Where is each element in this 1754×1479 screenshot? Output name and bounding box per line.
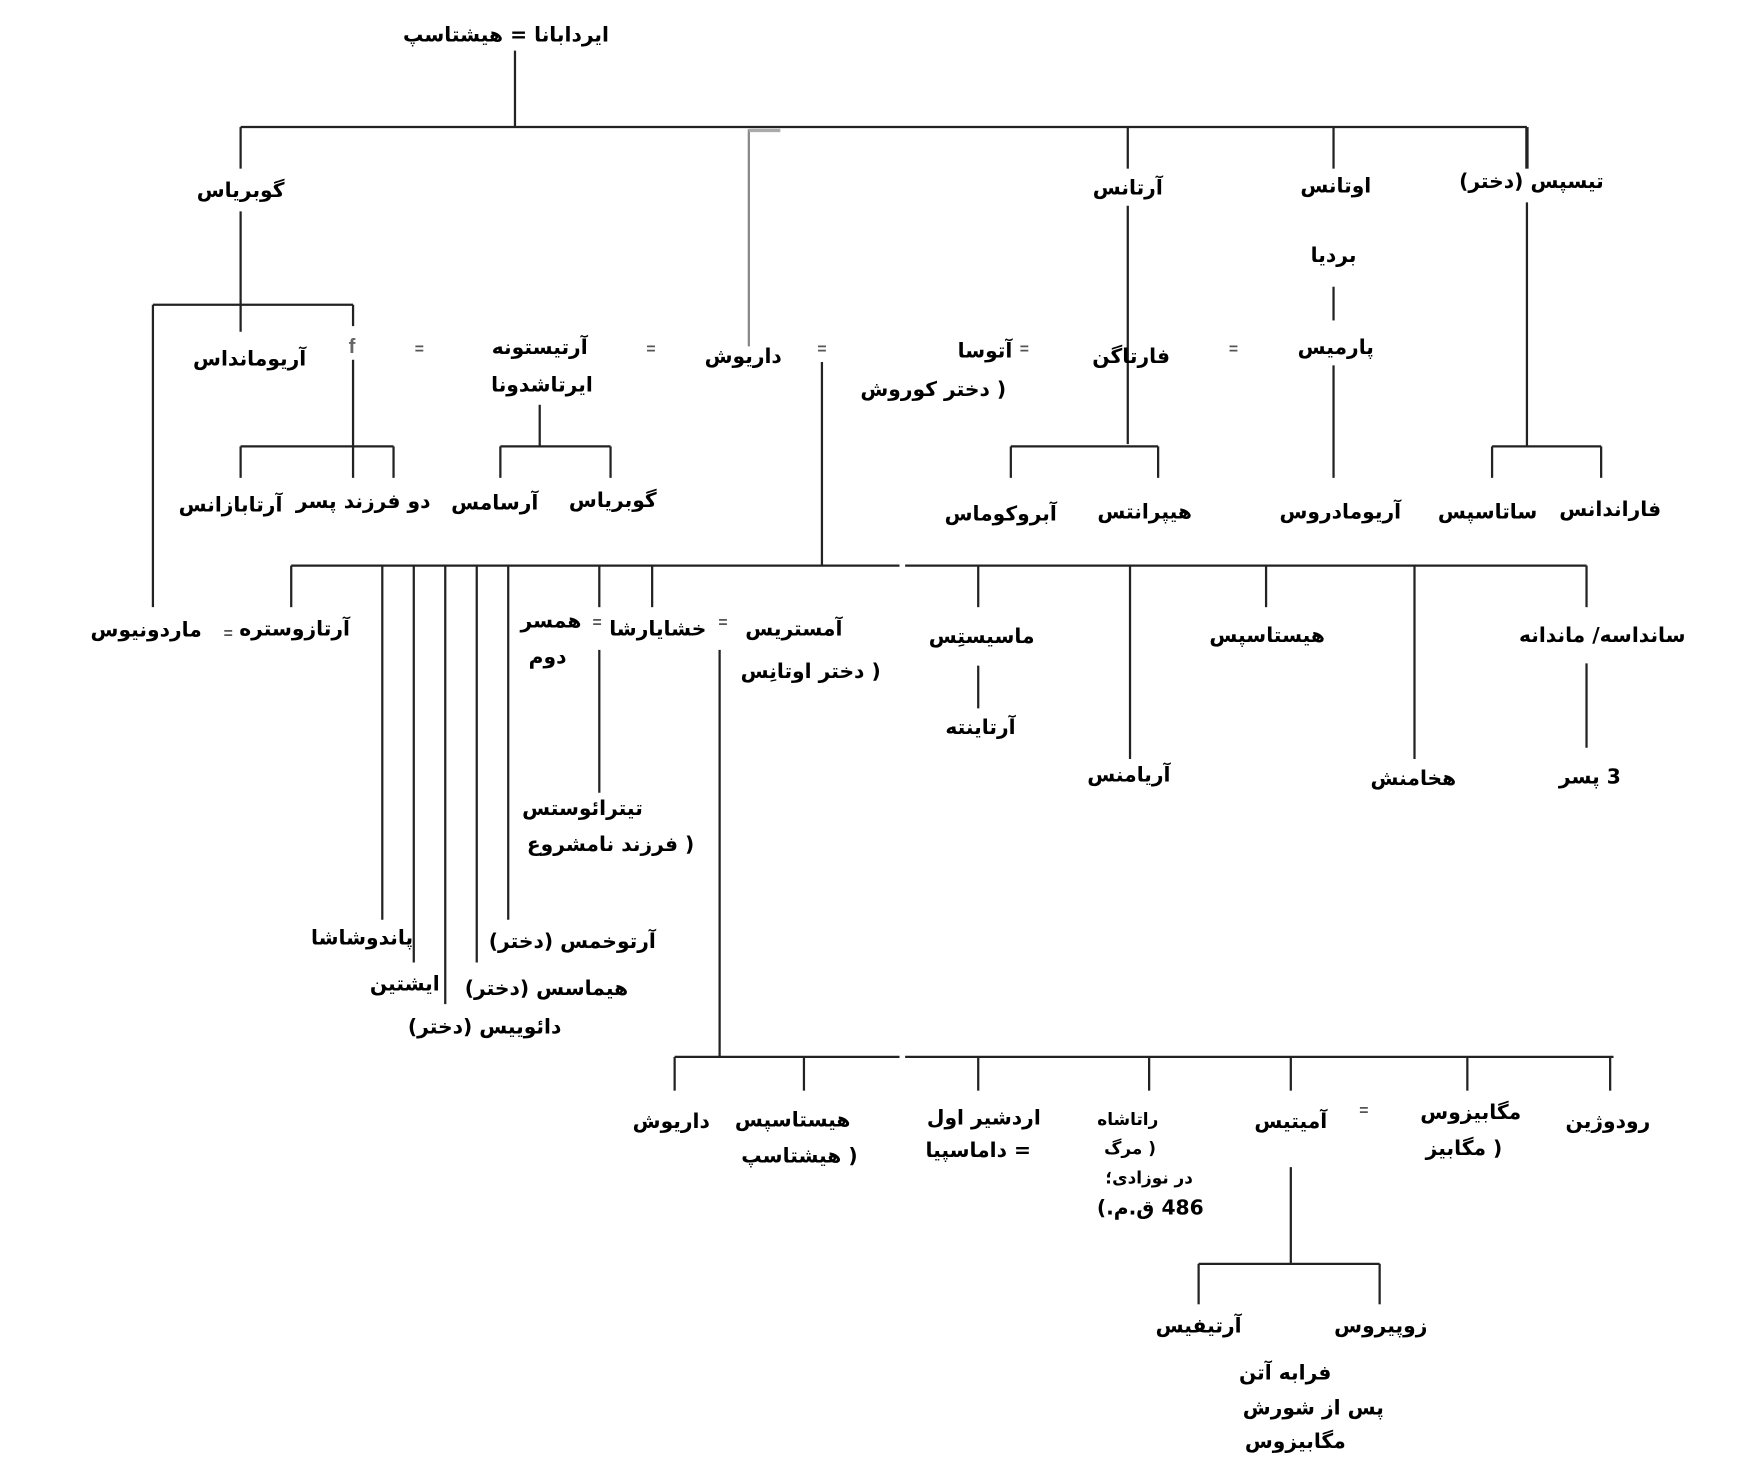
person-artystone-alt-name: ایرتاشدونا [491,373,593,397]
person-darius-2: داریوش [632,1109,710,1134]
marriage-symbol: = [592,612,602,631]
person-second-wife: همسر [520,609,582,634]
marriage-symbol: = [718,612,728,631]
person-ratashah-note-1: ( مرگ [1104,1138,1156,1159]
person-xerxes: خشایارشا [609,617,707,641]
person-thyspes: تیسپس (دختر) [1459,169,1604,194]
person-ariomardus: آریومادروس [1279,500,1402,524]
person-artanes: آرتانس [1092,176,1163,201]
person-hystaspes-2: هیستاسپس [734,1108,851,1133]
person-hyperanthes: هیپرانتس [1097,500,1192,524]
marriage-symbol: = [1019,339,1029,358]
person-zopyrus-note-3: مگابیزوس [1244,1430,1346,1454]
person-megabyzus-note: ( مگابیز [1425,1136,1503,1161]
person-artystone: آرتیستونه [491,336,588,360]
person-masistes: ماسیستِس [928,625,1035,649]
person-artozostra: آرتوخمس (دختر) [488,929,656,954]
person-ratashah-note-3: 486 ق.م.) [1096,1196,1204,1220]
person-ratashah: راتاشاه [1097,1109,1159,1130]
person-ratashah-note-2: در نوزادی؛ [1105,1167,1193,1188]
person-hystaspes-2-note: ( هیشتاسپ [741,1144,858,1169]
person-zopyrus-note-2: پس از شورش [1242,1396,1384,1421]
person-artaxerxes: اردشیر اول [926,1106,1041,1131]
person-three-sons: 3 پسر [1558,765,1621,790]
person-damaspia: = داماسپیا [925,1139,1031,1163]
person-daioses: دائوییس (دختر) [407,1015,562,1039]
person-hystaspes: هیستاسپس [1209,624,1325,648]
marriage-symbol: = [414,339,425,358]
person-rhodogune: رودوژین [1565,1109,1651,1134]
f-mark: f [348,335,356,358]
marriage-symbol: = [646,339,656,358]
marriage-symbol: = [1228,339,1239,358]
person-achaemenes: هخامنش [1370,766,1457,791]
marriage-symbol: = [817,339,827,358]
person-ariomandes: آریومانداس [193,347,307,372]
person-darius: داریوش [704,345,782,369]
marriage-symbol: = [1359,1100,1369,1119]
person-phratagune: فارتاگن [1092,345,1170,369]
person-gobryas-2: گوبریاس [568,489,657,513]
person-amestris-note: ( دختر اوتانِس [740,660,881,684]
person-ariamenes: آریامنس [1087,763,1171,788]
person-parmys: پارمیس [1297,336,1374,360]
person-gobryas: گوبریاس [196,178,285,203]
person-artyphius: آرتیفیس [1155,1314,1242,1339]
person-pharandates: فاراندانس [1559,498,1662,522]
person-bardiya: بردیا [1310,243,1357,268]
person-megabyzus: مگابیزوس [1420,1100,1522,1125]
person-root-couple: ایردابانا = هیشتاسپ [402,23,609,48]
person-otanes: اوتانس [1300,174,1372,198]
person-mardonius: ماردونیوس [90,618,202,643]
person-sataspes: ساتاسپس [1437,500,1538,524]
person-atossa: آتوسا [957,339,1013,364]
person-second-wife-line2: دوم [528,645,567,670]
marriage-symbol: = [223,624,233,643]
person-arsames: آرسامس [451,491,539,515]
person-tithraustes: تیترائوستس [522,797,643,821]
person-sandauce: سانداسه/ ماندانه [1518,624,1686,648]
person-artaynte: آرتاینته [945,716,1016,740]
person-tithraustes-note: ( فرزند نامشروع [526,833,695,857]
person-artabazanes: آرتابازانس [178,493,283,518]
person-atossa-note: ( دختر کوروش [860,377,1007,402]
person-amytis: آمیتیس [1254,1109,1328,1134]
person-two-sons: دو فرزند پسر [295,490,431,514]
person-himases: هیماسس (دختر) [464,977,629,1001]
person-ishtin: ایشتین [369,972,440,997]
person-artazostre: آرتازوستره [239,617,350,641]
person-zopyrus-note-1: فرابه آتن [1238,1361,1332,1386]
person-amestris: آمستریس [745,617,843,641]
person-pandushasha: پاندوشاشا [311,926,414,951]
person-abrocomas: آبروکوماس [944,502,1057,527]
person-zopyrus: زوپیروس [1334,1314,1428,1339]
